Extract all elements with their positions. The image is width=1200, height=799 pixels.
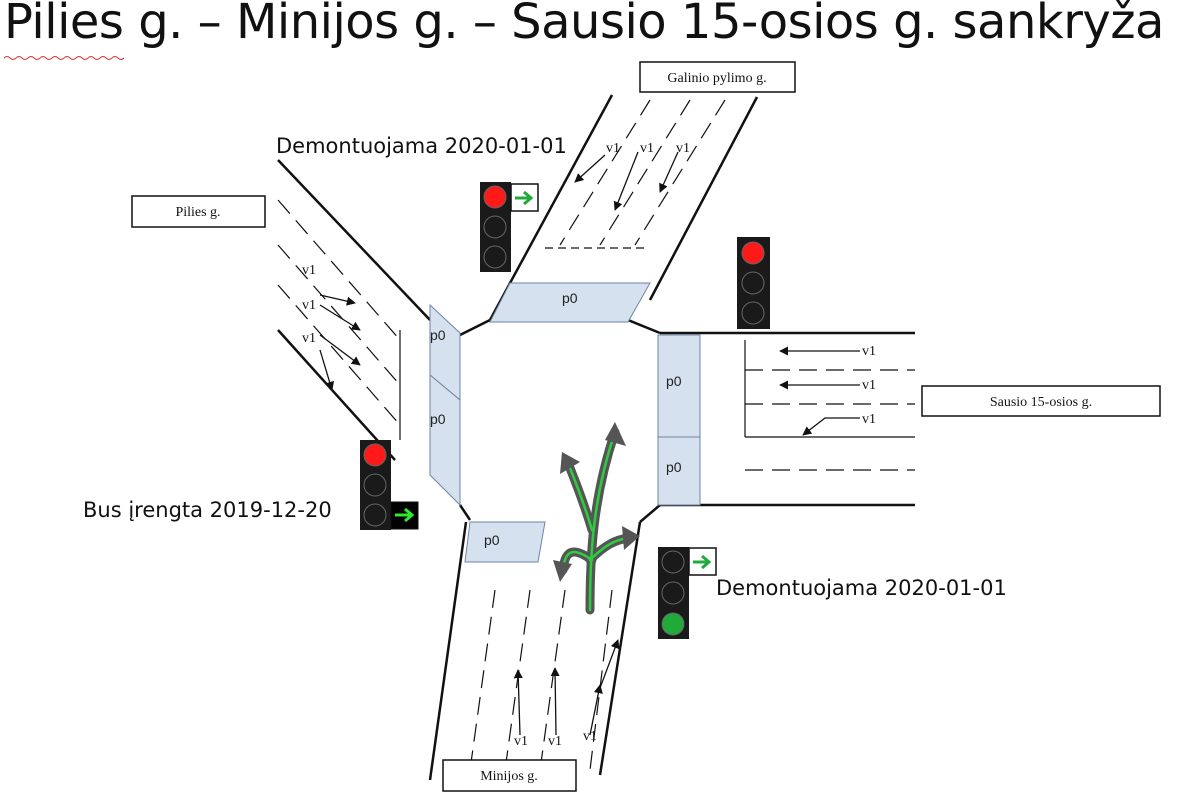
lane-label: v1 [862,378,876,393]
traffic-signal-east [737,237,770,329]
flow-arrows [319,151,860,736]
lane-label: v1 [583,729,597,744]
lane-label: v1 [302,298,316,313]
crossing-label: p0 [562,290,578,306]
crossing-label: p0 [666,373,682,389]
lane-label: v1 [862,412,876,427]
svg-text:Sausio 15-osios g.: Sausio 15-osios g. [990,395,1092,410]
traffic-signal-west [360,440,419,530]
lane-label: v1 [606,141,620,156]
spellcheck-underline [4,56,124,60]
street-label-south: Minijos g. [442,759,577,792]
crosswalks [429,282,701,563]
street-label-north: Galinio pylimo g. [639,61,796,93]
lane-label: v1 [514,734,528,749]
lane-dividers [277,99,915,771]
note-south-signal: Demontuojama 2020-01-01 [716,576,1007,600]
road-edges [277,94,915,781]
crossing-label: p0 [666,459,682,475]
green-right-arrow-icon [395,507,415,523]
note-north-signal: Demontuojama 2020-01-01 [276,134,567,158]
street-label-west: Pilies g. [131,195,266,228]
green-right-arrow-icon [693,554,712,570]
permitted-directions-arrow [553,422,640,615]
traffic-signal-south [658,547,717,639]
page-title: Pilies g. – Minijos g. – Sausio 15-osios… [4,0,1164,50]
lane-label: v1 [640,141,654,156]
lane-label: v1 [302,331,316,346]
crossing-label: p0 [484,532,500,548]
svg-text:Galinio pylimo g.: Galinio pylimo g. [667,71,766,86]
lane-labels: v1 v1 v1 v1 v1 v1 v1 v1 v1 v1 v1 v1 [302,141,876,749]
lane-label: v1 [302,263,316,278]
svg-text:Minijos g.: Minijos g. [480,769,538,784]
green-right-arrow-icon [515,190,534,206]
crosswalk-north [489,282,651,323]
crossing-labels: p0 p0 p0 p0 p0 p0 [430,290,682,548]
lane-label: v1 [548,734,562,749]
crosswalk-east-lower [657,436,701,506]
crosswalk-west-lower [429,373,461,507]
note-west-signal: Bus įrengta 2019-12-20 [83,498,332,522]
svg-text:Pilies g.: Pilies g. [175,205,220,220]
crosswalk-south [464,521,546,563]
crossing-label: p0 [430,327,446,343]
crossing-label: p0 [430,411,446,427]
traffic-signal-north [480,182,539,272]
street-label-east: Sausio 15-osios g. [921,385,1161,417]
lane-label: v1 [676,141,690,156]
lane-label: v1 [862,344,876,359]
